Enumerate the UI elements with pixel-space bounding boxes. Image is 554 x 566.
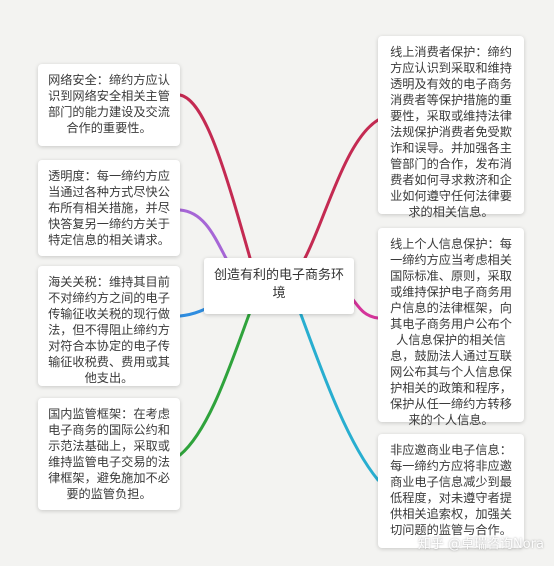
connector-spam bbox=[298, 310, 380, 482]
node-domestic-regulation-text: 国内监管框架：在考虑电子商务的国际公约和示范法基础上，采取或维持监管电子交易的法… bbox=[48, 407, 170, 501]
node-online-consumer-protection-text: 线上消费者保护：缔约方应认识到采取和维持透明及有效的电子商务消费者等保护措施的重… bbox=[390, 45, 512, 219]
node-network-security: 网络安全：缔约方应认识到网络安全相关主管部门的能力建设及交流合作的重要性。 bbox=[38, 64, 180, 146]
connector-transparency bbox=[178, 208, 230, 264]
node-customs-duties-text: 海关关税：维持其目前不对缔约方之间的电子传输征收关税的现行做法，但不得阻止缔约方… bbox=[48, 275, 170, 385]
node-unsolicited-commercial-messages: 非应邀商业电子信息：每一缔约方应将非应邀商业电子信息减少到最低程度，对未遵守者提… bbox=[378, 434, 524, 548]
node-transparency-text: 透明度：每一缔约方应当通过各种方式尽快公布所有相关措施，并尽快答复另一缔约方关于… bbox=[48, 169, 170, 247]
connector-personal-info bbox=[348, 294, 380, 320]
node-online-consumer-protection: 线上消费者保护：缔约方应认识到采取和维持透明及有效的电子商务消费者等保护措施的重… bbox=[378, 36, 524, 219]
node-online-personal-info-protection: 线上个人信息保护：每一缔约方应当考虑相关国际标准、原则，采取或维持保护电子商务用… bbox=[378, 228, 524, 427]
node-transparency: 透明度：每一缔约方应当通过各种方式尽快公布所有相关措施，并尽快答复另一缔约方关于… bbox=[38, 160, 180, 256]
node-customs-duties: 海关关税：维持其目前不对缔约方之间的电子传输征收关税的现行做法，但不得阻止缔约方… bbox=[38, 266, 180, 386]
node-online-personal-info-protection-text: 线上个人信息保护：每一缔约方应当考虑相关国际标准、原则，采取或维持保护电子商务用… bbox=[390, 237, 512, 427]
connector-consumer bbox=[303, 118, 380, 260]
node-network-security-text: 网络安全：缔约方应认识到网络安全相关主管部门的能力建设及交流合作的重要性。 bbox=[48, 73, 170, 135]
central-topic: 创造有利的电子商务环境 bbox=[204, 258, 354, 314]
central-topic-label: 创造有利的电子商务环境 bbox=[213, 268, 344, 301]
connector-domestic bbox=[178, 310, 252, 457]
watermark: 知乎 @卓瑞咨询Nora bbox=[417, 537, 544, 552]
node-unsolicited-commercial-messages-text: 非应邀商业电子信息：每一缔约方应将非应邀商业电子信息减少到最低程度，对未遵守者提… bbox=[390, 443, 512, 537]
connector-network bbox=[178, 93, 252, 260]
node-domestic-regulation: 国内监管框架：在考虑电子商务的国际公约和示范法基础上，采取或维持监管电子交易的法… bbox=[38, 398, 180, 510]
